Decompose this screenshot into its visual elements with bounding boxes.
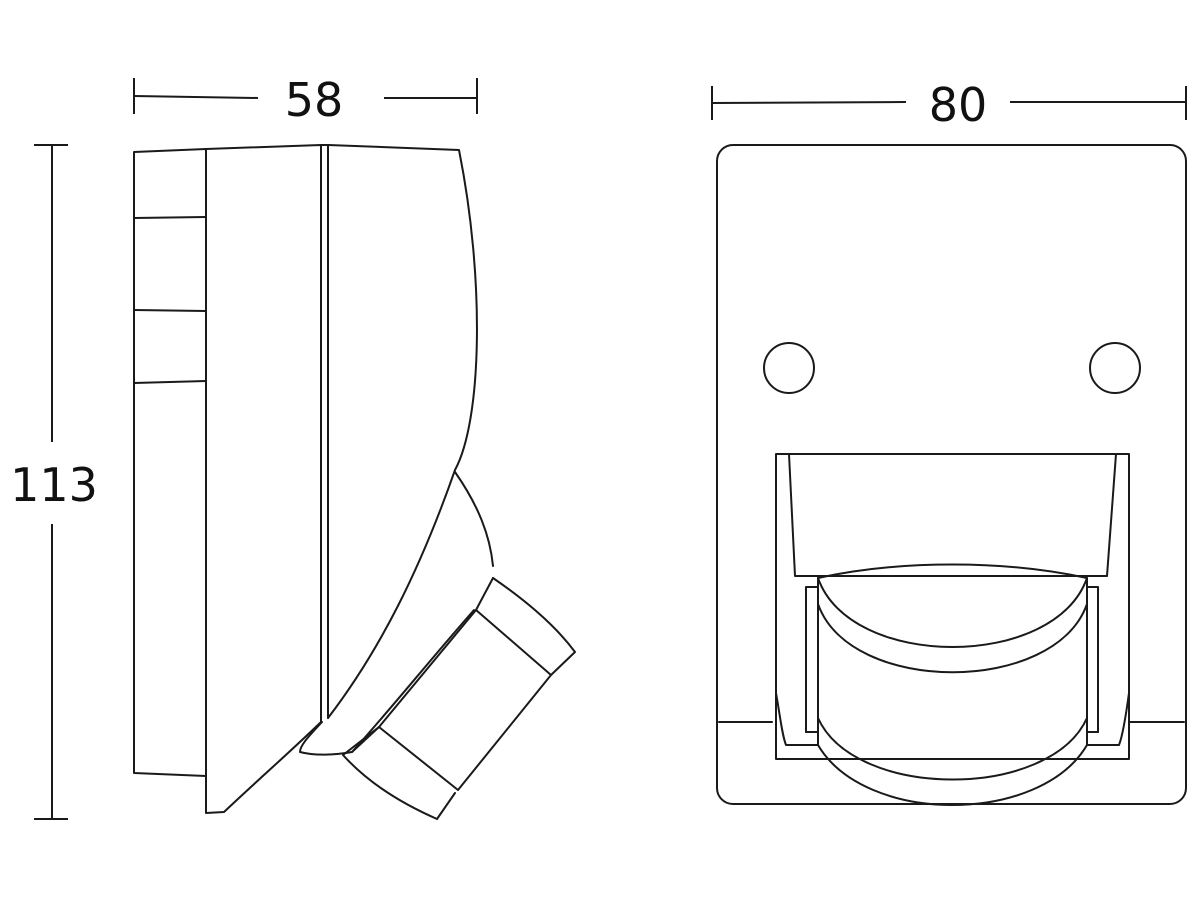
- dimension-113: 113: [10, 144, 98, 820]
- side-housing: [205, 144, 322, 814]
- side-sensor-neck: [454, 471, 494, 567]
- dimension-label-58: 58: [285, 73, 344, 127]
- dimension-80: 80: [711, 78, 1187, 132]
- front-plate: [716, 144, 1187, 805]
- dimension-label-113: 113: [10, 458, 98, 512]
- sensor-frame: [775, 453, 1130, 760]
- side-view: [133, 144, 576, 820]
- sensor-lens: [817, 563, 1088, 806]
- screw-hole-right: [1089, 342, 1141, 394]
- screw-hole-left: [763, 342, 815, 394]
- dimension-58: 58: [133, 73, 478, 127]
- side-mounting-plate: [133, 148, 207, 777]
- front-view: [716, 144, 1187, 806]
- side-sensor-head: [378, 609, 552, 791]
- side-front-cover: [327, 144, 478, 719]
- dimension-label-80: 80: [929, 78, 988, 132]
